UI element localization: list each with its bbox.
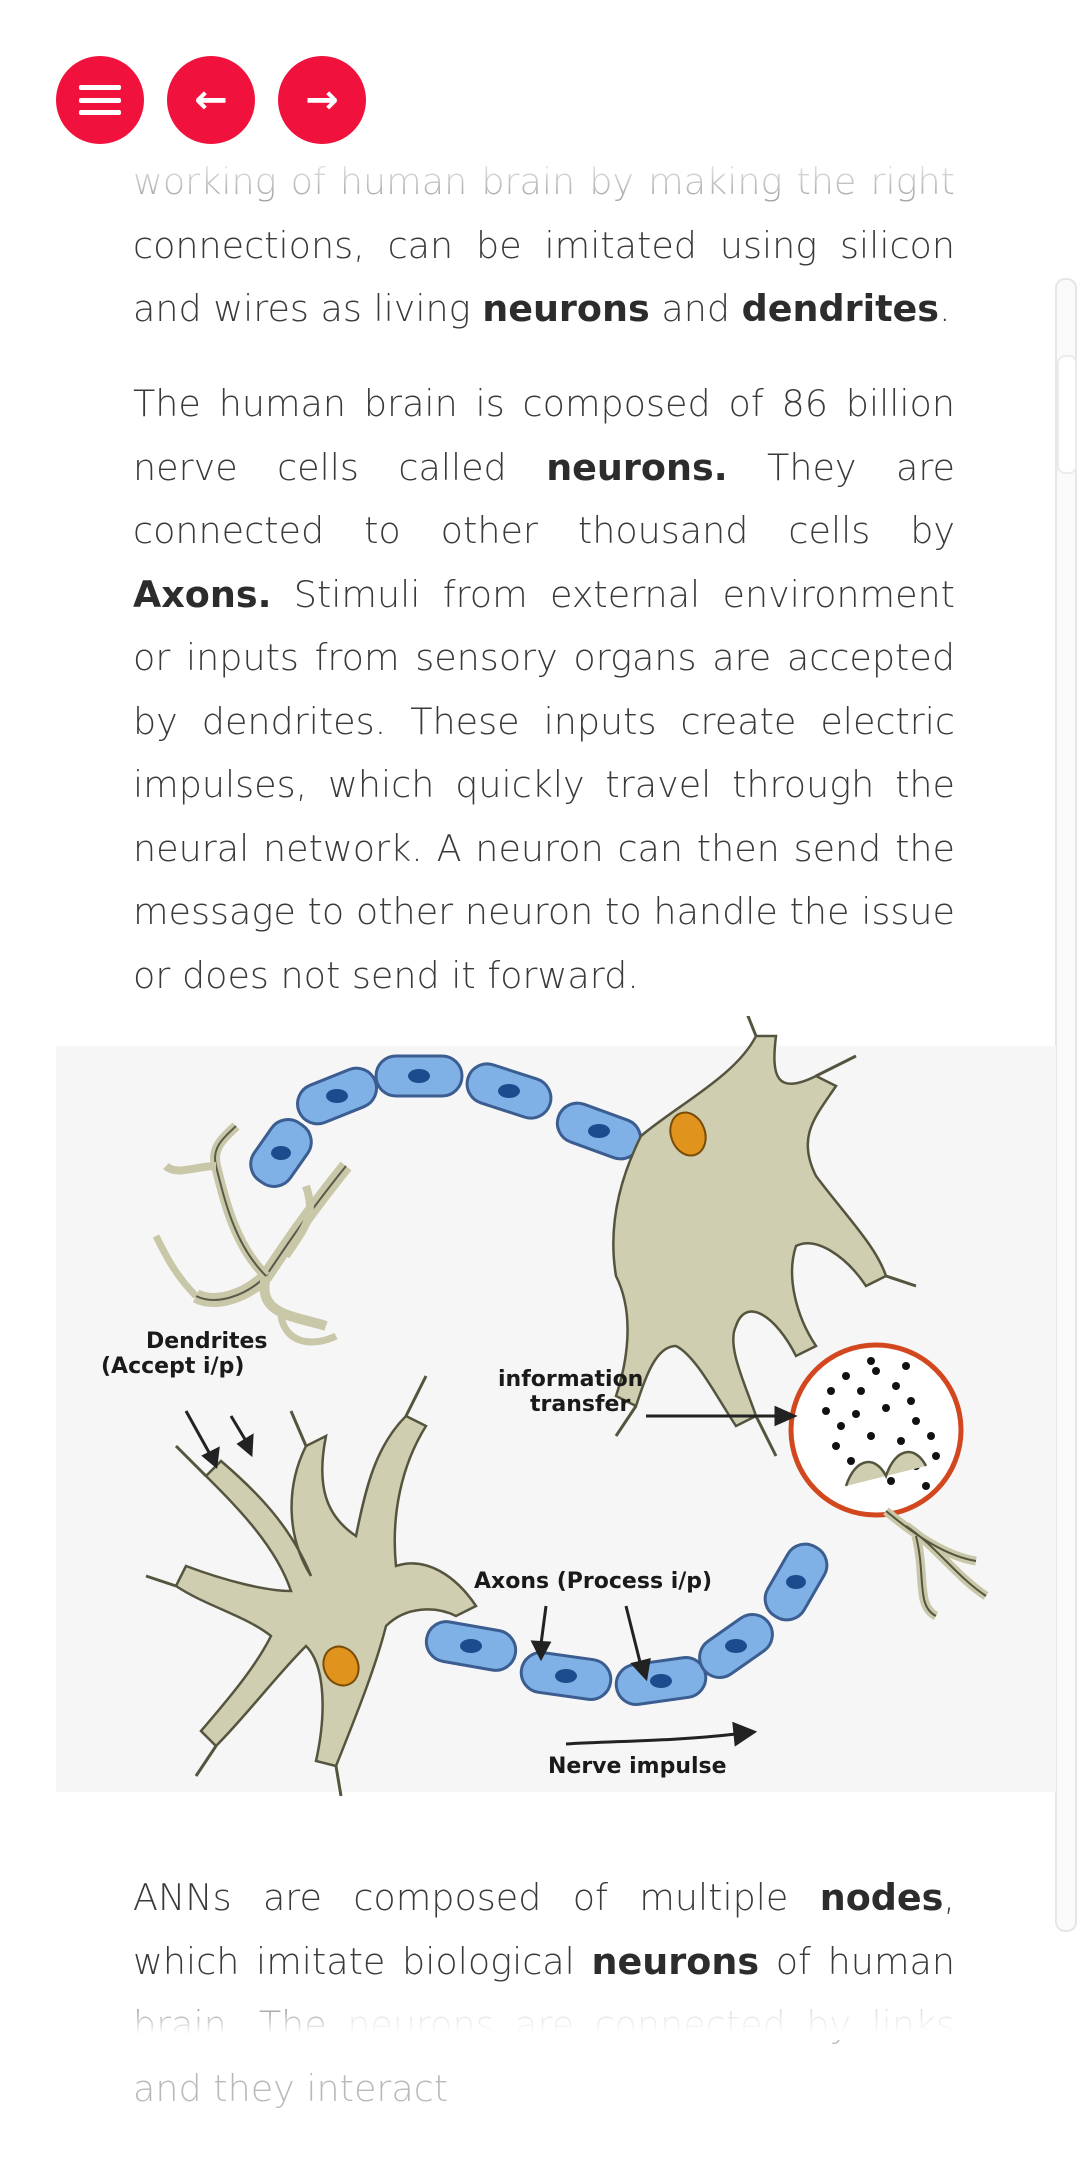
bold-term-dendrites: dendrites <box>741 287 940 330</box>
previous-page-button[interactable]: ← <box>167 56 255 144</box>
label-nerve-impulse: Nerve impulse <box>548 1754 727 1779</box>
bold-term-neurons: neurons <box>482 287 650 330</box>
paragraph-text: ANNs are composed of multiple <box>133 1876 820 1919</box>
dendrite-branch-top-left <box>152 1122 352 1346</box>
bold-term-axons: Axons. <box>133 572 272 616</box>
paragraph-text: connections, can be imitated using silic… <box>133 223 955 331</box>
bold-term-neurons: neurons <box>591 1939 760 1983</box>
paragraph-anns: ANNs are composed of multiple nodes, whi… <box>133 1866 955 2120</box>
diagram-arrows <box>184 1405 798 1747</box>
arrow-right-icon: → <box>305 77 339 123</box>
next-page-button[interactable]: → <box>278 56 366 144</box>
paragraph-text: , which imitate biological <box>133 1876 955 1983</box>
dendrite-branch-lower-right <box>883 1507 989 1621</box>
neuron-right <box>612 1016 917 1457</box>
scrollbar-thumb[interactable] <box>1057 355 1077 474</box>
bold-term-nodes: nodes <box>819 1876 944 1919</box>
menu-button[interactable] <box>56 56 144 144</box>
scrollbar-track[interactable] <box>1055 278 1077 1932</box>
hamburger-menu-icon <box>79 85 121 115</box>
label-information: information <box>498 1367 643 1392</box>
paragraph-human-brain: The human brain is composed of 86 billio… <box>133 372 955 1007</box>
paragraph-text: . <box>939 287 951 330</box>
label-dendrites-accept: (Accept i/p) <box>101 1354 244 1379</box>
axon-segments-top <box>249 1054 643 1188</box>
bold-term-neurons: neurons. <box>546 445 728 489</box>
neuron-diagram: Dendrites (Accept i/p) information trans… <box>56 1016 1056 1802</box>
neuron-bottom-left <box>145 1375 478 1797</box>
label-axons: Axons (Process i/p) <box>474 1569 712 1594</box>
paragraph-text: The human brain is composed of 86 billio… <box>133 382 955 489</box>
arrow-left-icon: ← <box>194 77 228 123</box>
paragraph-connections: working of human brain by making the rig… <box>133 150 955 341</box>
faded-text-line: working of human brain by making the rig… <box>133 160 955 203</box>
label-transfer: transfer <box>530 1392 630 1417</box>
paragraph-text: and <box>649 287 742 330</box>
synapse-zoom-circle <box>788 1342 964 1518</box>
label-dendrites: Dendrites <box>146 1329 268 1354</box>
paragraph-text: They are connected to other thousand cel… <box>133 445 956 553</box>
paragraph-text: Stimuli from external environment or inp… <box>133 572 955 997</box>
